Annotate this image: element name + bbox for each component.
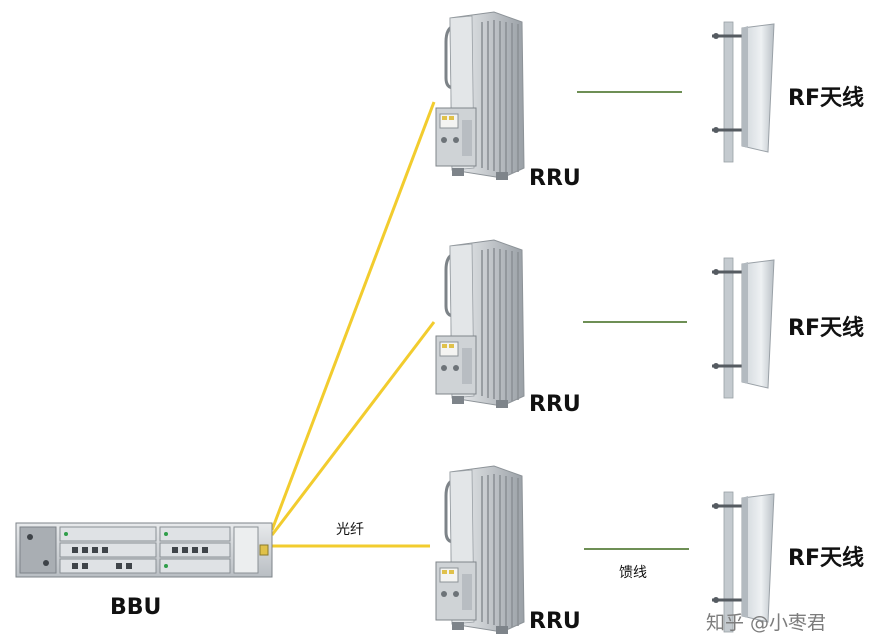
feeder-links [577,91,689,550]
fiber-line-1 [270,101,436,531]
bbu-device [15,522,273,578]
rru-label-1: RRU [529,166,581,191]
bbu-label: BBU [110,595,161,620]
antenna-label-3: RF天线 [788,545,864,571]
fiber-label: 光纤 [336,522,364,538]
rru-device-1 [434,10,526,182]
feeder-label: 馈线 [619,565,647,581]
fiber-links [270,101,436,548]
antenna-1 [710,20,776,164]
antenna-label-1: RF天线 [788,85,864,111]
watermark: 知乎 @小枣君 [706,612,826,634]
antenna-2 [710,256,776,400]
fiber-line-2 [270,321,436,536]
antenna-3 [710,490,776,634]
rru-device-2 [434,238,526,410]
rru-label-3: RRU [529,609,581,634]
antenna-label-2: RF天线 [788,315,864,341]
rru-device-3 [434,464,526,636]
rru-label-2: RRU [529,392,581,417]
